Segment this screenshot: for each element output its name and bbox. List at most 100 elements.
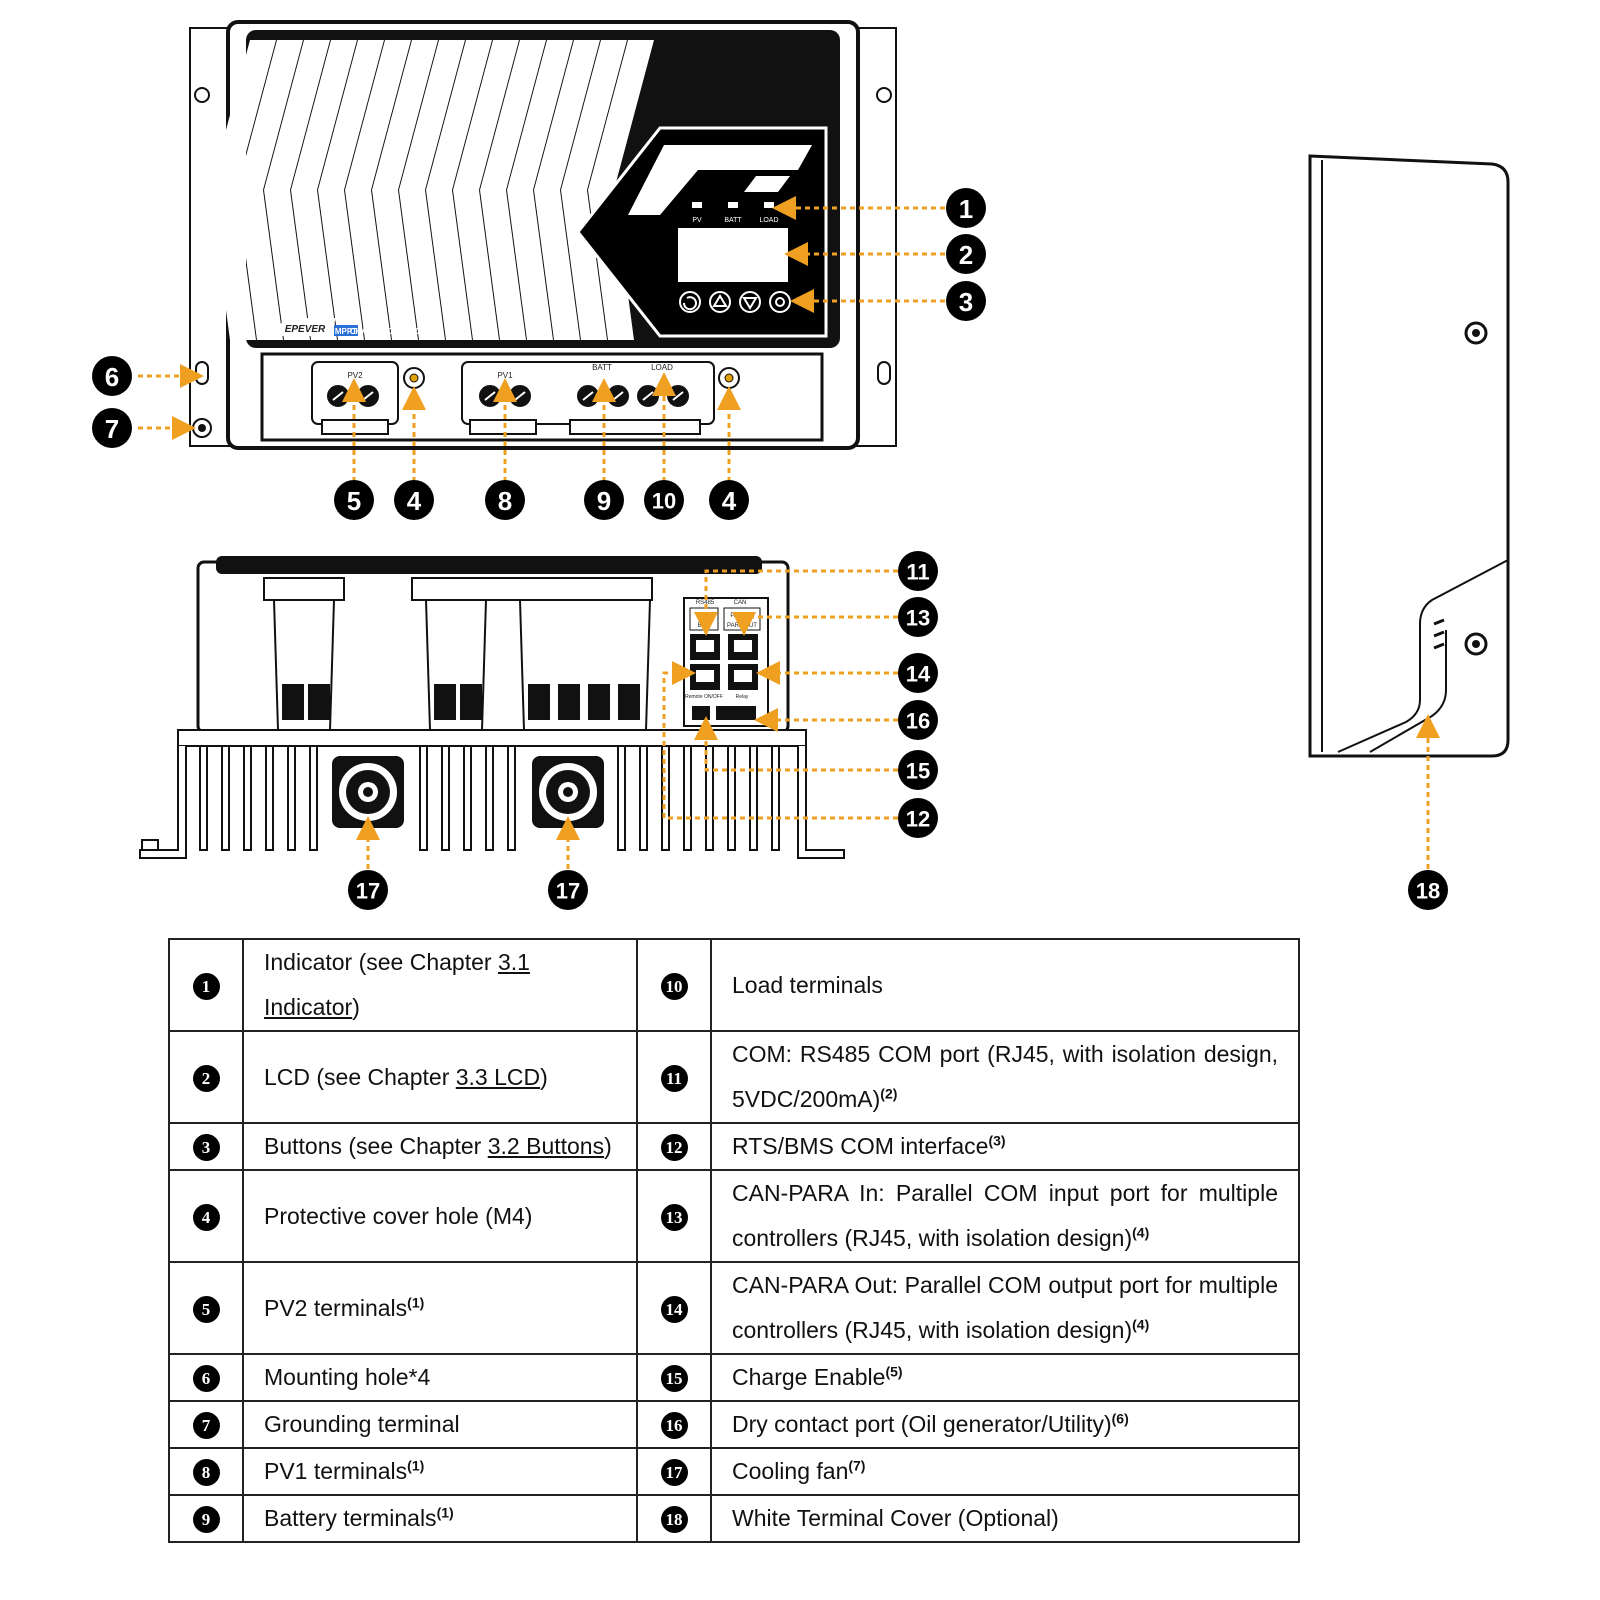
product-label: CHARGE CONTROLLER	[350, 327, 443, 336]
chapter-link[interactable]: 3.2 Buttons	[487, 1133, 605, 1159]
callout-badge	[1408, 870, 1448, 910]
part-description: Protective cover hole (M4)	[242, 1169, 638, 1263]
mounting-hole-icon	[194, 87, 210, 103]
bottom-fins	[199, 745, 780, 851]
callout-badge	[709, 480, 749, 520]
callout-badge	[898, 597, 938, 637]
callout-number: 6	[105, 362, 119, 392]
footnote-ref: (1)	[407, 1293, 425, 1310]
callout-badge	[548, 870, 588, 910]
fin	[309, 745, 318, 851]
fin	[705, 745, 714, 851]
load-led	[764, 202, 774, 208]
bottom-view: RS485 CAN COM BMS PARA IN PARA OUT Remot…	[139, 556, 845, 859]
dry-contact-connector-icon	[716, 706, 756, 720]
part-description: RTS/BMS COM interface(3)	[710, 1122, 1300, 1171]
front-view: PV BATT LOAD EPEVER MPPT CHARGE CONTROLL…	[189, 20, 897, 450]
footnote-ref: (4)	[1132, 1224, 1150, 1241]
fin	[372, 40, 438, 340]
callout-number: 10	[652, 489, 676, 514]
fin	[507, 40, 573, 340]
lcd-screen	[678, 228, 788, 282]
fin	[265, 745, 274, 851]
footnote-ref: (1)	[407, 1457, 425, 1474]
callout-badge	[334, 480, 374, 520]
row-number-badge: 12	[660, 1134, 688, 1162]
terminal-box	[282, 684, 304, 720]
callout-badge	[644, 480, 684, 520]
fin	[291, 40, 357, 340]
fin	[507, 745, 516, 851]
row-number-badge: 1	[192, 972, 220, 1000]
fin	[749, 745, 758, 851]
logo-mark	[628, 145, 812, 215]
bms-label: BMS	[697, 623, 710, 629]
load-terminal-label: LOAD	[651, 363, 673, 372]
part-description: Charge Enable(5)	[710, 1353, 1300, 1402]
terminal-box	[460, 684, 482, 720]
part-description: LCD (see Chapter 3.3 LCD)	[242, 1030, 638, 1124]
callout-number: 2	[959, 240, 973, 270]
remote-onoff-label: Remote ON/OFF	[685, 694, 723, 700]
callout-number: 1	[959, 194, 973, 224]
callout-badge	[898, 750, 938, 790]
back-button-icon[interactable]	[679, 291, 701, 313]
controller-diagram: PV BATT LOAD EPEVER MPPT CHARGE CONTROLL…	[92, 20, 1510, 910]
row-number-badge: 5	[192, 1295, 220, 1323]
fin	[639, 745, 648, 851]
fin	[426, 40, 492, 340]
row-number-badge: 9	[192, 1506, 220, 1534]
row-number-badge: 10	[660, 972, 688, 1000]
row-number-badge: 15	[660, 1365, 688, 1393]
batt-led-label: BATT	[724, 217, 742, 224]
batt-led	[728, 202, 738, 208]
footnote-ref: (7)	[848, 1457, 866, 1474]
batt-terminal-label: BATT	[592, 363, 612, 372]
callout-number: 4	[722, 486, 737, 516]
fin	[199, 745, 208, 851]
fin	[210, 40, 276, 340]
callout-number: 13	[906, 606, 930, 631]
fin	[463, 745, 472, 851]
fin	[534, 40, 600, 340]
callout-number: 17	[356, 879, 380, 904]
row-number-badge: 4	[192, 1203, 220, 1231]
callout-badge	[348, 870, 388, 910]
callout-number: 17	[556, 879, 580, 904]
callout-badge	[898, 551, 938, 591]
up-button-icon[interactable]	[709, 291, 731, 313]
terminal-box	[588, 684, 610, 720]
part-description: PV1 terminals(1)	[242, 1447, 638, 1496]
chapter-link[interactable]: 3.3 LCD	[455, 1063, 541, 1090]
callout-number: 7	[105, 414, 119, 444]
relay-label: Relay	[736, 694, 749, 700]
part-description: CAN-PARA In: Parallel COM input port for…	[710, 1169, 1300, 1263]
part-description: Dry contact port (Oil generator/Utility)…	[710, 1400, 1300, 1449]
down-button-icon[interactable]	[739, 291, 761, 313]
rs485-label: RS485	[696, 600, 715, 606]
callout-number: 11	[906, 560, 929, 585]
callout-badge	[898, 798, 938, 838]
fin	[480, 40, 546, 340]
row-number-badge: 16	[660, 1412, 688, 1440]
row-number-badge: 18	[660, 1506, 688, 1534]
row-number-badge: 8	[192, 1459, 220, 1487]
callout-badge	[485, 480, 525, 520]
com-label: COM	[697, 613, 711, 619]
callout-number: 16	[906, 709, 930, 734]
callout-arrows	[138, 196, 1440, 878]
para-out-label: PARA OUT	[727, 623, 757, 629]
callout-number: 18	[1416, 879, 1440, 904]
chapter-link[interactable]: 3.1 Indicator	[264, 949, 530, 1020]
callout-number: 5	[347, 486, 361, 516]
part-description: Mounting hole*4	[242, 1353, 638, 1402]
callout-badge	[946, 188, 986, 228]
